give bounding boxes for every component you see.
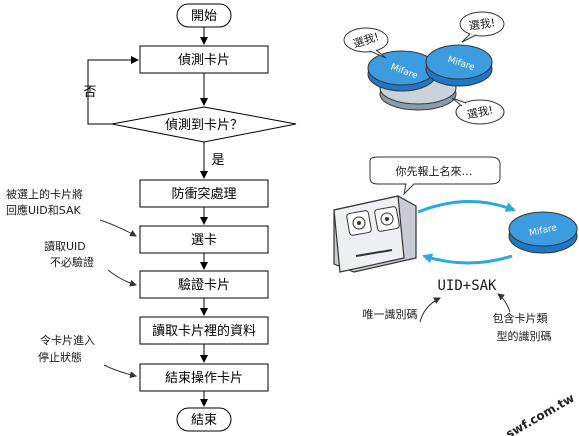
type-id-label-line2: 型的識別碼 [497,329,552,343]
decision-label: 偵測到卡片？ [165,118,243,133]
halt-annotation-line2: 停止狀態 [38,350,82,364]
end-terminator [176,407,232,432]
unique-id-label: 唯一識別碼 [363,308,418,321]
select-card-label: 選卡 [191,233,217,248]
selected-annotation-line2: 回應UID和SAK [6,203,81,217]
read-data-label: 讀取卡片裡的資料 [152,323,256,339]
card-stack-illustration: Mifare Mifare 選我! 選我! 選我! [343,11,505,125]
card-reader-device [333,195,417,273]
halt-card-label: 結束操作卡片 [165,370,243,386]
authenticate-box [139,270,269,299]
no-loop-line [87,56,139,125]
yes-label: 是 [211,153,224,168]
annotations: 被選上的卡片將 回應UID和SAK 讀取UID 不必驗證 令卡片進入 停止狀態 [6,187,137,379]
detect-card-box [139,45,269,74]
watermark-logo: swf.com.tw [503,391,576,436]
svg-text:選我!: 選我! [468,16,496,33]
bubble-1: 選我! [343,27,389,59]
request-arrow [417,199,516,214]
end-label: 結束 [191,413,217,428]
reader-bubble-text: 你先報上名來… [396,164,473,178]
anti-collision-label: 防衝突處理 [171,186,236,202]
flowchart [87,3,297,432]
reader-illustration: 你先報上名來… Mifare UID+SAK 唯一識別碼 包含卡片類 型的識別碼 [333,156,578,343]
bubble-3: 選我! [451,97,505,125]
reader-speech-bubble [369,156,501,196]
svg-text:選我!: 選我! [466,103,495,121]
uid-sak-label: UID+SAK [437,278,497,294]
no-label: 否 [83,85,96,100]
detect-card-label: 偵測卡片 [178,53,230,68]
bubble-2: 選我! [459,11,505,43]
response-arrow [422,253,513,265]
type-id-label-line1: 包含卡片類 [493,311,548,325]
halt-annotation-line1: 令卡片進入 [40,333,95,347]
selected-annotation-line1: 被選上的卡片將 [6,187,83,201]
start-label: 開始 [191,9,217,24]
authenticate-label: 驗證卡片 [178,277,230,293]
read-uid-annotation-line1: 讀取UID [44,239,86,253]
read-uid-annotation-line2: 不必驗證 [50,255,94,269]
